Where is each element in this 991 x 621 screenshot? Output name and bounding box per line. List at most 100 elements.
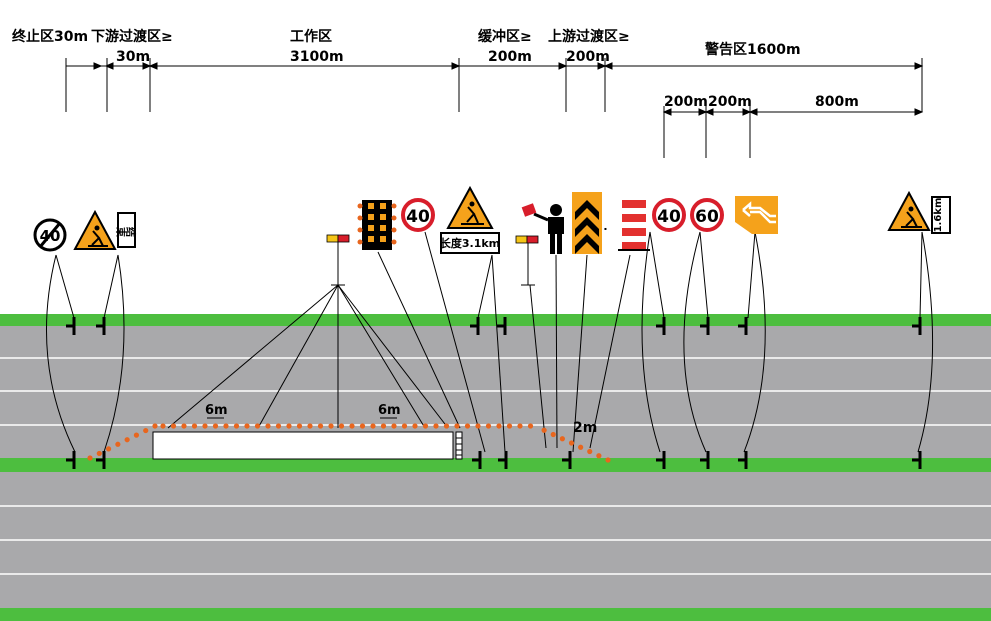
traffic-cone bbox=[391, 423, 397, 429]
traffic-cone bbox=[338, 423, 345, 429]
spacing-annotations: 6m 6m 2m bbox=[205, 403, 597, 436]
cone-spacing-left: 6m bbox=[205, 403, 228, 418]
sign-post bbox=[66, 451, 76, 469]
traffic-cone bbox=[105, 446, 112, 452]
sign-post bbox=[700, 451, 710, 469]
traffic-cone bbox=[422, 423, 429, 429]
traffic-cone bbox=[559, 436, 565, 442]
traffic-cone bbox=[96, 450, 102, 457]
upper-carriageway bbox=[0, 326, 991, 458]
traffic-cone bbox=[212, 423, 219, 429]
traffic-cone bbox=[152, 423, 158, 429]
roadwork-triangle-left bbox=[73, 209, 117, 250]
buffer-zone-length: 200m bbox=[488, 49, 532, 65]
work-area bbox=[152, 431, 454, 460]
sign-post bbox=[472, 451, 482, 469]
traffic-cone bbox=[359, 423, 366, 429]
traffic-cone bbox=[296, 423, 303, 429]
end-plate: 结束 bbox=[115, 212, 137, 248]
speed-40-text: 40 bbox=[406, 207, 430, 227]
warning-seg1-length: 200m bbox=[664, 94, 708, 110]
arrow-board bbox=[357, 200, 397, 250]
down-transition-label: 下游过渡区≥ bbox=[91, 28, 173, 45]
sign-post bbox=[912, 317, 922, 335]
traffic-cone bbox=[349, 423, 355, 429]
traffic-cone bbox=[605, 457, 611, 463]
traffic-cone bbox=[401, 423, 408, 429]
roadwork-length-sign: 长度3.1km bbox=[440, 185, 500, 254]
traffic-cone bbox=[475, 423, 481, 429]
traffic-cone bbox=[133, 432, 140, 438]
traffic-cone bbox=[578, 444, 584, 450]
leader-lines bbox=[46, 231, 934, 453]
sign-post bbox=[96, 317, 106, 335]
traffic-cone bbox=[587, 448, 593, 455]
sign-post bbox=[738, 451, 748, 469]
warning-light-left bbox=[326, 234, 350, 286]
warning-light-right bbox=[515, 235, 539, 286]
traffic-cone bbox=[370, 423, 376, 429]
traffic-cone bbox=[87, 455, 93, 461]
traffic-cone bbox=[223, 423, 229, 429]
traffic-cone bbox=[275, 423, 282, 429]
traffic-cone bbox=[307, 423, 313, 429]
speed-limit-60-sign: 60 bbox=[690, 198, 724, 232]
sign-post bbox=[470, 317, 480, 335]
traffic-cone bbox=[115, 441, 121, 447]
traffic-cone bbox=[191, 423, 198, 429]
traffic-cone bbox=[454, 423, 460, 429]
traffic-cone bbox=[412, 423, 418, 429]
traffic-cone bbox=[181, 423, 187, 429]
traffic-cone bbox=[254, 423, 261, 429]
traffic-cone bbox=[286, 423, 292, 429]
zone-labels: 终止区30m 下游过渡区≥ 30m 工作区 3100m 缓冲区≥ 200m 上游… bbox=[12, 28, 859, 110]
end-zone-label: 终止区30m bbox=[12, 28, 88, 45]
sign-post bbox=[656, 451, 666, 469]
traffic-cone bbox=[380, 423, 387, 429]
sign-post bbox=[498, 451, 508, 469]
end-plate-text: 结束 bbox=[115, 225, 137, 237]
bottom-verge bbox=[0, 608, 991, 621]
traffic-cone bbox=[124, 437, 130, 443]
barrier-drum bbox=[618, 200, 650, 251]
speed-60-text: 60 bbox=[695, 207, 719, 227]
up-transition-length: 200m bbox=[566, 49, 610, 65]
sign-post bbox=[497, 317, 507, 335]
traffic-cone bbox=[550, 431, 556, 438]
buffer-zone-label: 缓冲区≥ bbox=[478, 28, 532, 45]
sign-post bbox=[700, 317, 710, 335]
traffic-cone bbox=[160, 423, 166, 429]
work-zone-length: 3100m bbox=[290, 49, 344, 65]
svg-text:▪: ▪ bbox=[604, 226, 607, 231]
lane-reduction-sign bbox=[735, 196, 778, 234]
traffic-cone bbox=[170, 423, 177, 429]
sign-post bbox=[66, 317, 76, 335]
cone-spacing-right: 6m bbox=[378, 403, 401, 418]
roadwork-distance-sign: 1.6km bbox=[887, 190, 951, 234]
traffic-cone bbox=[496, 423, 502, 429]
road bbox=[0, 314, 991, 621]
traffic-cone bbox=[233, 423, 240, 429]
sign-posts bbox=[66, 317, 922, 469]
sign-post bbox=[562, 451, 572, 469]
traffic-cone bbox=[464, 423, 471, 429]
traffic-cone bbox=[596, 453, 602, 459]
speed-limit-40-sign-right: 40 bbox=[652, 198, 686, 232]
warning-zone-label: 警告区1600m bbox=[705, 41, 801, 58]
top-verge bbox=[0, 314, 991, 326]
traffic-cone bbox=[541, 427, 547, 433]
traffic-cones bbox=[87, 423, 611, 463]
sign-post bbox=[656, 317, 666, 335]
traffic-cone bbox=[433, 423, 439, 429]
traffic-cone bbox=[244, 423, 250, 429]
traffic-cone bbox=[328, 423, 334, 429]
warning-seg2-length: 200m bbox=[708, 94, 752, 110]
traffic-cone bbox=[317, 423, 324, 429]
sign-post bbox=[738, 317, 748, 335]
work-zone-label: 工作区 bbox=[290, 28, 332, 45]
arrow-board-small bbox=[455, 431, 463, 460]
chevron-sign: ▪ bbox=[572, 192, 607, 254]
traffic-cone bbox=[506, 423, 513, 429]
traffic-cone bbox=[265, 423, 271, 429]
